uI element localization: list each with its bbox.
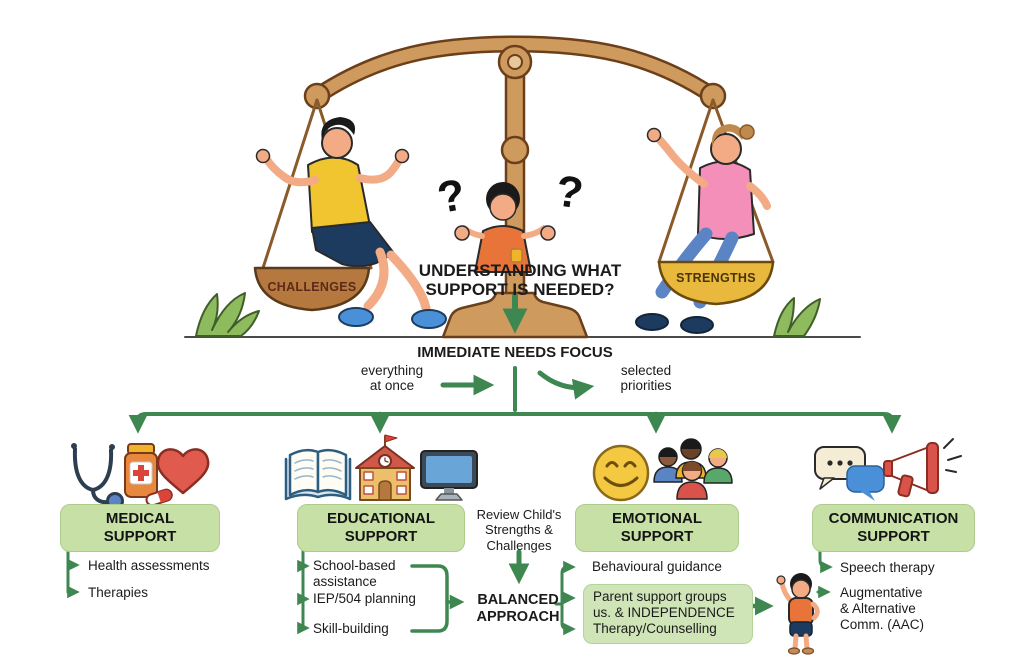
grass-right-icon xyxy=(773,297,821,337)
people-group-icon xyxy=(653,438,733,500)
communication-connector xyxy=(818,546,833,574)
educational-item-iep504: IEP/504 planning xyxy=(313,591,416,606)
communication-item-speech: Speech therapy xyxy=(840,560,935,575)
educational-item-skill-building: Skill-building xyxy=(313,621,389,636)
emotional-boxed-items: Parent support groups us. & INDEPENDENCE… xyxy=(593,589,735,636)
medical-item-therapies: Therapies xyxy=(88,585,149,600)
medical-item-health-assessments: Health assessments xyxy=(88,558,210,573)
selected-priorities-label: selected priorities xyxy=(620,363,672,393)
page-title: UNDERSTANDING WHAT SUPPORT IS NEEDED? xyxy=(418,261,622,299)
grass-left-icon xyxy=(195,292,260,337)
emotional-item-behavioural: Behavioural guidance xyxy=(592,559,722,574)
strengths-label: STRENGTHS xyxy=(676,271,756,285)
balanced-approach-label: BALANCED APPROACH xyxy=(476,592,560,625)
educational-item-school-based: School-based assistance xyxy=(313,558,396,589)
open-book-icon xyxy=(284,448,352,501)
standing-child-icon xyxy=(776,573,820,655)
emotional-inner-box xyxy=(583,584,753,644)
challenges-pan xyxy=(253,266,371,312)
heart-icon xyxy=(156,448,210,495)
everything-at-once-label: everything at once xyxy=(360,363,424,393)
scale-beam xyxy=(303,35,727,110)
selected-arrow xyxy=(537,370,595,400)
strengths-pan xyxy=(657,260,775,306)
scale-joint xyxy=(500,135,530,165)
megaphone-icon xyxy=(883,438,962,498)
chat-bubbles-icon xyxy=(814,446,885,501)
balance-scale-illustration xyxy=(184,35,861,339)
smiley-icon xyxy=(592,444,650,502)
emotional-support-box: EMOTIONAL SUPPORT xyxy=(575,504,739,552)
branch-line xyxy=(136,412,894,428)
man-figure xyxy=(255,117,447,329)
medical-support-box: MEDICAL SUPPORT xyxy=(60,504,220,552)
child-figure xyxy=(454,182,556,273)
flow-arrows xyxy=(66,293,902,636)
school-icon xyxy=(355,434,415,501)
challenges-label: CHALLENGES xyxy=(267,280,357,294)
stethoscope-icon xyxy=(71,443,124,510)
review-child-label: Review Child's Strengths & Challenges xyxy=(476,507,562,553)
educational-support-box: EDUCATIONAL SUPPORT xyxy=(297,504,465,552)
communication-item-aac: Augmentative & Alternative Comm. (AAC) xyxy=(840,585,924,632)
to-balanced-bracket xyxy=(410,564,449,633)
immediate-needs-label: IMMEDIATE NEEDS FOCUS xyxy=(417,344,613,361)
communication-support-box: COMMUNICATION SUPPORT xyxy=(812,504,975,552)
medicine-bottle-icon xyxy=(124,443,173,507)
computer-icon xyxy=(420,450,478,501)
